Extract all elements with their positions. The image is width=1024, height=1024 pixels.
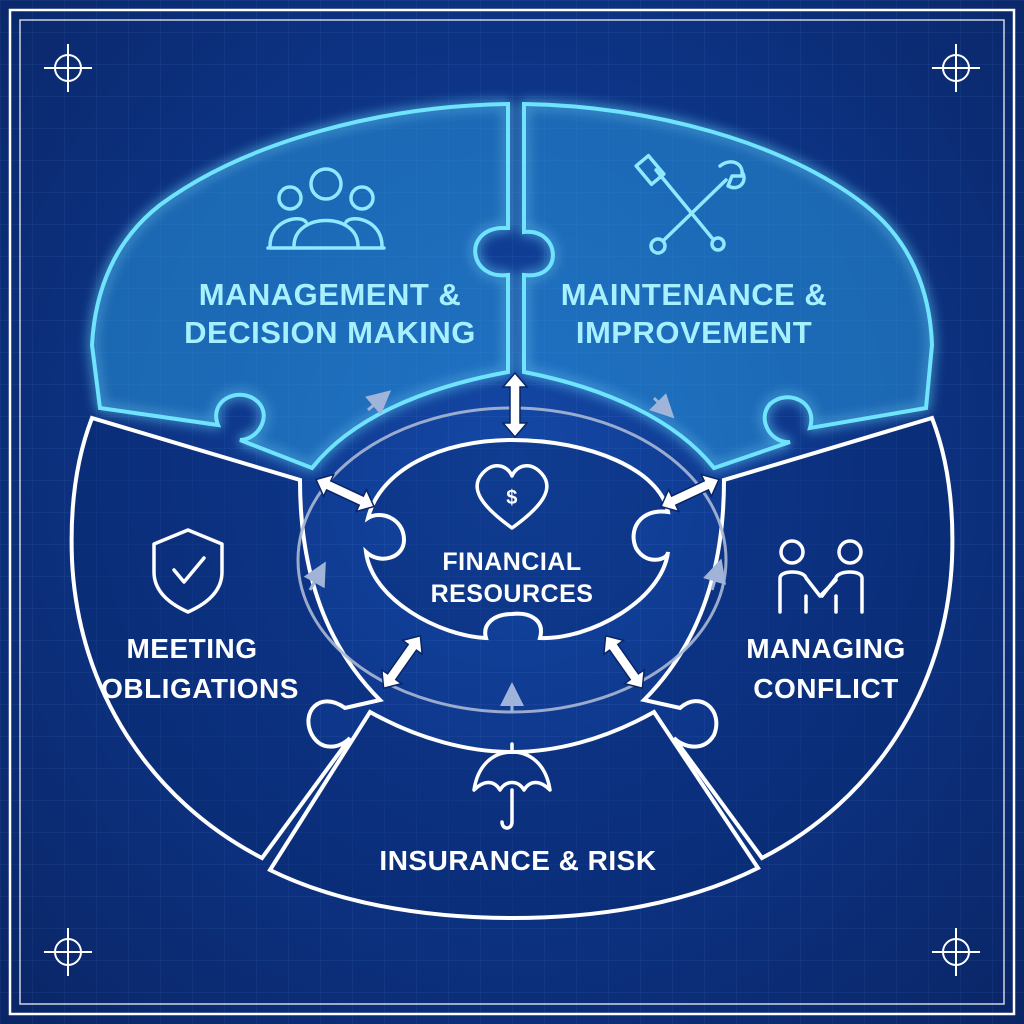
obligations-label-2: OBLIGATIONS [101, 673, 299, 704]
crosshair-icon-bottom-right [932, 928, 980, 976]
heart-dollar-icon: $ [475, 464, 549, 530]
link-arrow-right [659, 473, 721, 513]
cycle-arrow-left [303, 561, 326, 591]
piece-obligations[interactable] [69, 415, 384, 861]
piece-management[interactable] [89, 101, 510, 471]
obligations-label-1: MEETING [126, 633, 257, 664]
crosshair-icon-bottom-left [44, 928, 92, 976]
conflict-label-1: MANAGING [746, 633, 906, 664]
inner-frame [19, 19, 1005, 1005]
crosshair-icon-top-right [932, 44, 980, 92]
wrench-screwdriver-icon [634, 153, 746, 255]
center-label-1: FINANCIAL [442, 548, 581, 576]
maintenance-label-1: MAINTENANCE & [561, 277, 828, 312]
cycle-arrow-top-right [649, 393, 675, 419]
insurance-label: INSURANCE & RISK [379, 845, 656, 876]
umbrella-icon [472, 742, 552, 830]
outer-frame [8, 8, 1016, 1016]
cycle-arrow-right [703, 558, 727, 591]
svg-text:$: $ [506, 487, 518, 509]
people-group-icon [266, 167, 386, 250]
management-label-1: MANAGEMENT & [199, 277, 462, 312]
maintenance-label-2: IMPROVEMENT [576, 315, 812, 350]
piece-maintenance[interactable] [522, 101, 935, 471]
link-arrow-bottom-right [602, 634, 646, 690]
link-arrow-top [501, 371, 529, 439]
center-label-2: RESOURCES [431, 580, 594, 608]
shield-check-icon [152, 528, 224, 614]
conflict-label-2: CONFLICT [753, 673, 899, 704]
link-arrow-bottom-left [380, 634, 424, 690]
handshake-icon [778, 539, 864, 614]
management-label-2: DECISION MAKING [184, 315, 476, 350]
piece-insurance[interactable] [267, 709, 761, 921]
piece-conflict[interactable] [640, 415, 955, 861]
piece-financial-resources[interactable] [363, 437, 671, 641]
link-arrow-left [314, 473, 376, 513]
crosshair-icon-top-left [44, 44, 92, 92]
cycle-arrow-top-left [365, 390, 392, 415]
